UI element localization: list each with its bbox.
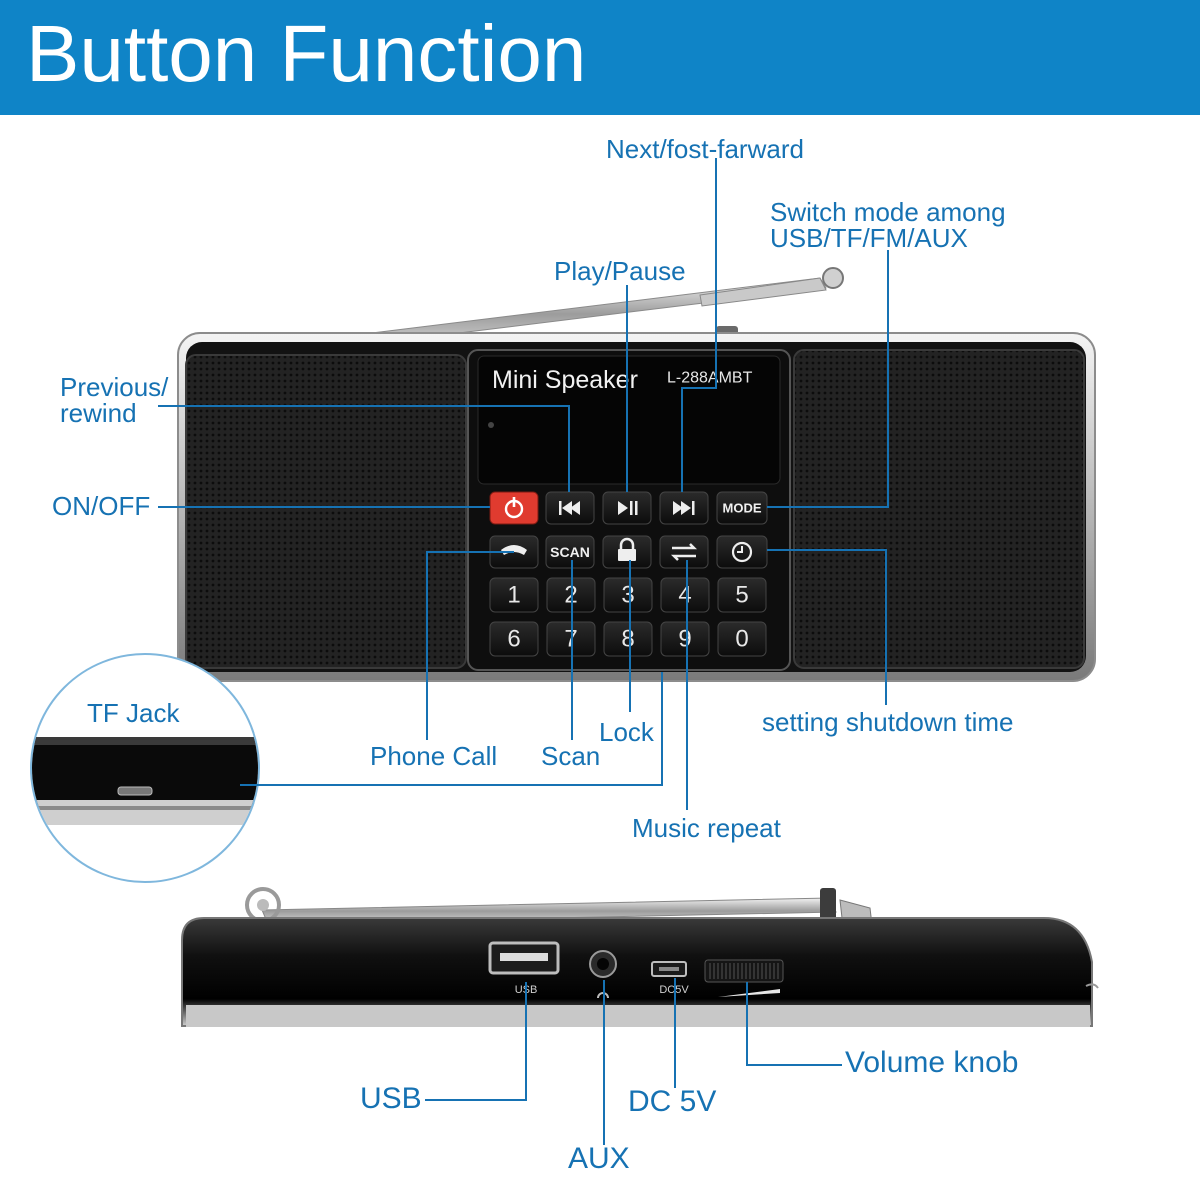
label-mode: Switch mode among USB/TF/FM/AUX [770,197,1006,253]
page-title: Button Function [26,9,587,98]
label-on-off: ON/OFF [52,491,151,521]
number-key-6[interactable]: 6 [489,621,539,657]
number-key-9[interactable]: 9 [660,621,710,657]
radio-edge-view: USB DC5V [181,887,1099,1027]
next-key[interactable] [659,491,709,525]
label-scan: Scan [541,741,601,771]
label-usb: USB [360,1082,422,1115]
label-next: Next/fost-farward [606,134,804,164]
label-dc-5v: DC 5V [628,1085,717,1118]
previous-key[interactable] [545,491,595,525]
label-tf-jack: TF Jack [87,698,180,728]
number-key-label: 8 [621,626,634,653]
number-key-label: 1 [507,582,520,609]
timer-key[interactable] [716,535,768,569]
mode-key[interactable]: MODE [716,491,768,525]
dc-port[interactable] [651,961,687,977]
leader-tfjack [240,672,663,786]
model-text: L-288AMBT [667,370,753,387]
number-key-8[interactable]: 8 [603,621,653,657]
label-play-pause: Play/Pause [554,256,686,286]
number-key-0[interactable]: 0 [717,621,767,657]
number-key-label: 4 [678,582,691,609]
repeat-icon [670,543,698,561]
leader-lines [158,158,889,1145]
number-key-label: 5 [735,582,748,609]
brand-text: Mini Speaker [492,366,638,394]
tf-card-slot[interactable] [117,786,153,796]
left-speaker-grille [185,354,467,669]
leader-phone [426,551,514,740]
number-key-label: 6 [507,626,520,653]
clock-icon [731,541,753,563]
edge-body [181,917,1093,1027]
label-lock: Lock [599,717,654,747]
svg-text:MODE: MODE [723,501,762,516]
label-phone-call: Phone Call [370,741,498,771]
radio-front-view: Mini Speaker L-288AMBT [177,267,1096,682]
scan-key[interactable]: SCAN [545,535,595,569]
play-pause-key[interactable] [602,491,652,525]
number-key-3[interactable]: 3 [603,577,653,613]
leader-mode [767,250,889,508]
label-music-repeat: Music repeat [632,813,781,843]
label-previous: Previous/ rewind [60,372,169,428]
svg-text:SCAN: SCAN [550,544,590,560]
label-volume-knob: Volume knob [845,1046,1019,1079]
number-key-4[interactable]: 4 [660,577,710,613]
label-shutdown: setting shutdown time [762,707,1014,737]
volume-knob[interactable] [704,959,784,983]
lock-icon [619,537,635,549]
number-key-1[interactable]: 1 [489,577,539,613]
leader-usb [425,982,527,1101]
usb-port[interactable] [488,941,560,975]
leader-next [681,158,717,492]
power-key[interactable] [489,491,539,525]
aux-port[interactable] [589,950,617,978]
number-key-5[interactable]: 5 [717,577,767,613]
leader-volume [746,982,842,1066]
number-key-label: 9 [678,626,691,653]
tf-jack-inset [30,653,260,883]
lock-key[interactable] [602,535,652,569]
right-speaker-grille [793,349,1085,669]
leader-shutdown [767,549,887,705]
leader-previous [158,405,570,492]
number-key-label: 3 [621,582,634,609]
header-banner: Button Function [0,0,1200,115]
repeat-key[interactable] [659,535,709,569]
label-aux: AUX [568,1142,630,1175]
number-key-label: 0 [735,626,748,653]
